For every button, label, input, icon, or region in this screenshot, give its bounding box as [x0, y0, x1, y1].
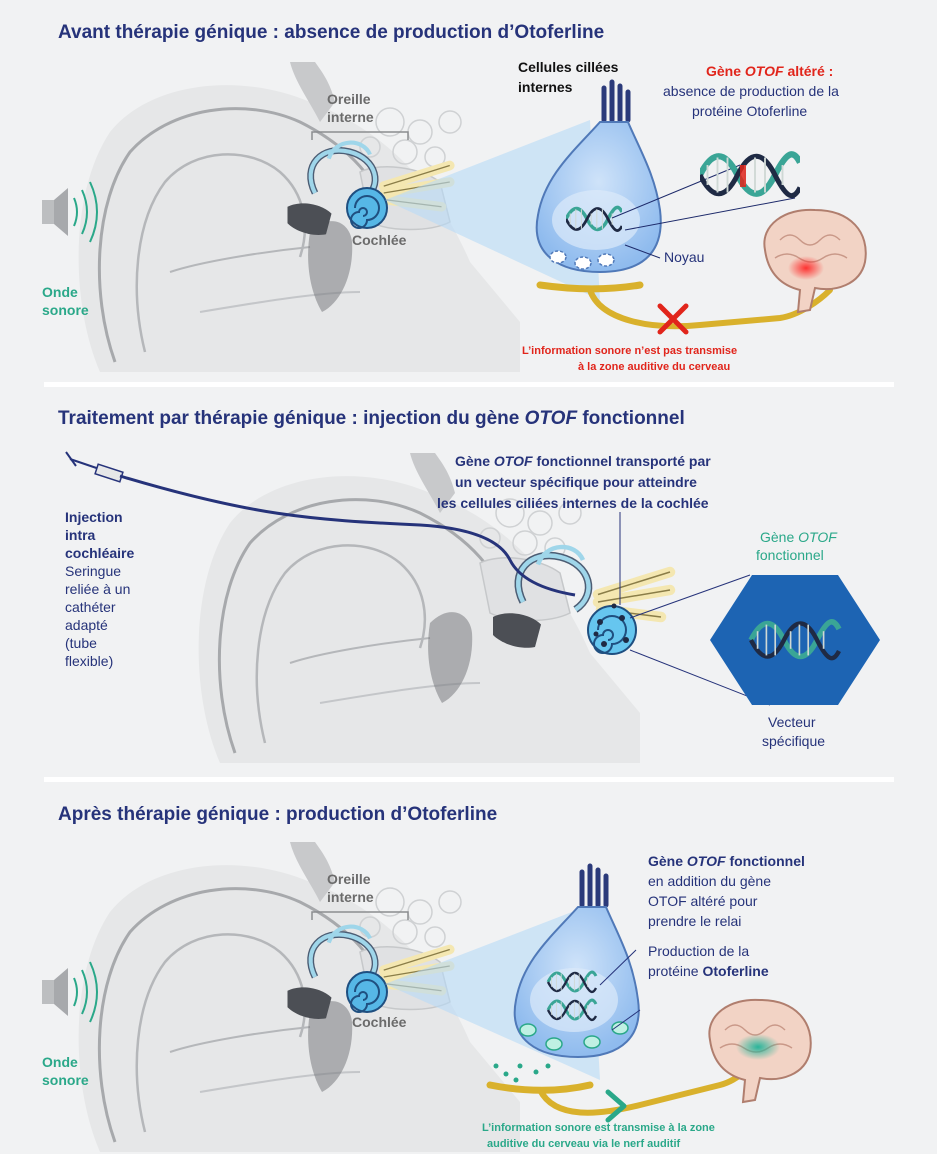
production-label: protéine Otoferline: [648, 963, 769, 979]
vector-description: Gène OTOF fonctionnel transporté par: [455, 453, 711, 469]
vector-description: les cellules ciliées internes de la coch…: [437, 495, 709, 511]
inner-ear-label: interne: [327, 889, 374, 905]
functional-gene-desc: OTOF altéré pour: [648, 893, 758, 909]
vector-label: spécifique: [762, 733, 825, 749]
cochlea-icon: [347, 972, 387, 1012]
panel2-title: Traitement par thérapie génique : inject…: [58, 408, 685, 429]
injection-desc: Seringue: [65, 563, 121, 579]
cochlea-label: Cochlée: [352, 232, 407, 248]
injection-label: intra: [65, 527, 96, 543]
sound-wave-label: sonore: [42, 1072, 89, 1088]
mutation-marker: [740, 165, 746, 187]
hair-cells-label: Cellules cillées: [518, 59, 619, 75]
injection-desc: adapté: [65, 617, 108, 633]
not-transmitted-label: L’information sonore n’est pas transmise: [522, 345, 737, 357]
sound-wave-label: Onde: [42, 284, 78, 300]
functional-gene-label: Gène OTOF fonctionnel: [648, 853, 805, 869]
functional-gene-label: fonctionnel: [756, 547, 824, 563]
hair-cells-label: internes: [518, 79, 573, 95]
cochlea-label: Cochlée: [352, 1014, 407, 1030]
chevron-right-icon: [608, 1092, 624, 1120]
cochlea-icon: [347, 188, 387, 228]
injection-desc: reliée à un: [65, 581, 130, 597]
vector-description: un vecteur spécifique pour atteindre: [455, 474, 697, 490]
functional-gene-desc: prendre le relai: [648, 913, 741, 929]
panel3-title: Après thérapie génique : production d’Ot…: [58, 804, 497, 825]
inner-ear-label: Oreille: [327, 91, 371, 107]
injection-label: Injection: [65, 509, 123, 525]
panel-before-therapy: Avant thérapie génique : absence de prod…: [42, 22, 866, 373]
sound-wave-label: sonore: [42, 302, 89, 318]
injection-desc: (tube: [65, 635, 97, 651]
injection-label: cochléaire: [65, 545, 134, 561]
altered-gene-label: Gène OTOF altéré :: [706, 63, 833, 79]
vector-hexagon: [710, 575, 880, 705]
panel-after-therapy: Après thérapie génique : production d’Ot…: [42, 804, 811, 1152]
altered-gene-desc: absence de production de la: [663, 83, 839, 99]
inner-ear-label: interne: [327, 109, 374, 125]
production-label: Production de la: [648, 943, 749, 959]
vector-label: Vecteur: [768, 714, 816, 730]
sound-wave-label: Onde: [42, 1054, 78, 1070]
inner-ear-label: Oreille: [327, 871, 371, 887]
injection-desc: cathéter: [65, 599, 116, 615]
speaker-icon: [42, 188, 68, 236]
speaker-icon: [42, 968, 68, 1016]
altered-gene-desc: protéine Otoferline: [692, 103, 807, 119]
brain-icon: [764, 210, 865, 312]
injection-desc: flexible): [65, 653, 113, 669]
not-transmitted-label: à la zone auditive du cerveau: [578, 361, 730, 373]
functional-gene-desc: en addition du gène: [648, 873, 771, 889]
panel-treatment: Traitement par thérapie génique : inject…: [58, 408, 880, 763]
transmitted-label: L’information sonore est transmise à la …: [482, 1122, 715, 1134]
nucleus-label: Noyau: [664, 249, 704, 265]
transmitted-label: auditive du cerveau via le nerf auditif: [487, 1138, 681, 1150]
functional-gene-label: Gène OTOF: [760, 529, 838, 545]
panel1-title: Avant thérapie génique : absence de prod…: [58, 22, 604, 43]
